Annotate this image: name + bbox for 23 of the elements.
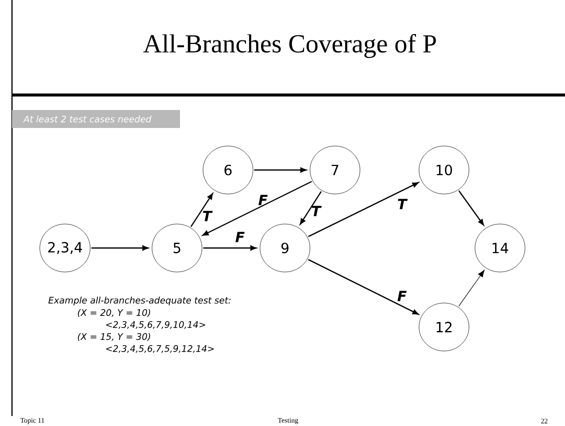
- slide-title: All-Branches Coverage of P: [143, 34, 436, 58]
- edge-label: T: [398, 198, 408, 210]
- arrow: [458, 190, 484, 226]
- arrow: [202, 180, 312, 236]
- example-text: (X = 15, Y = 30): [78, 333, 150, 342]
- note-banner: At least 2 test cases needed: [12, 110, 180, 128]
- arrow: [190, 193, 214, 227]
- arrow: [458, 270, 485, 306]
- arrow: [91, 245, 148, 251]
- example-text: (X = 20, Y = 10): [78, 309, 150, 318]
- arrow: [308, 259, 419, 315]
- arrow: [308, 182, 419, 238]
- edge-label: F: [398, 290, 407, 302]
- arrow: [203, 245, 256, 251]
- edge-label: T: [312, 206, 322, 216]
- example-text: Example all-branches-adequate test set:: [48, 296, 230, 306]
- edge-label: F: [258, 194, 268, 206]
- example-text: <2,3,4,5,6,7,9,10,14>: [106, 321, 206, 329]
- example-text: <2,3,4,5,6,7,5,9,12,14>: [106, 345, 214, 353]
- arrow: [300, 191, 322, 225]
- edge-label: F: [236, 232, 245, 242]
- arrow: [254, 167, 306, 173]
- edge-label: T: [202, 210, 213, 222]
